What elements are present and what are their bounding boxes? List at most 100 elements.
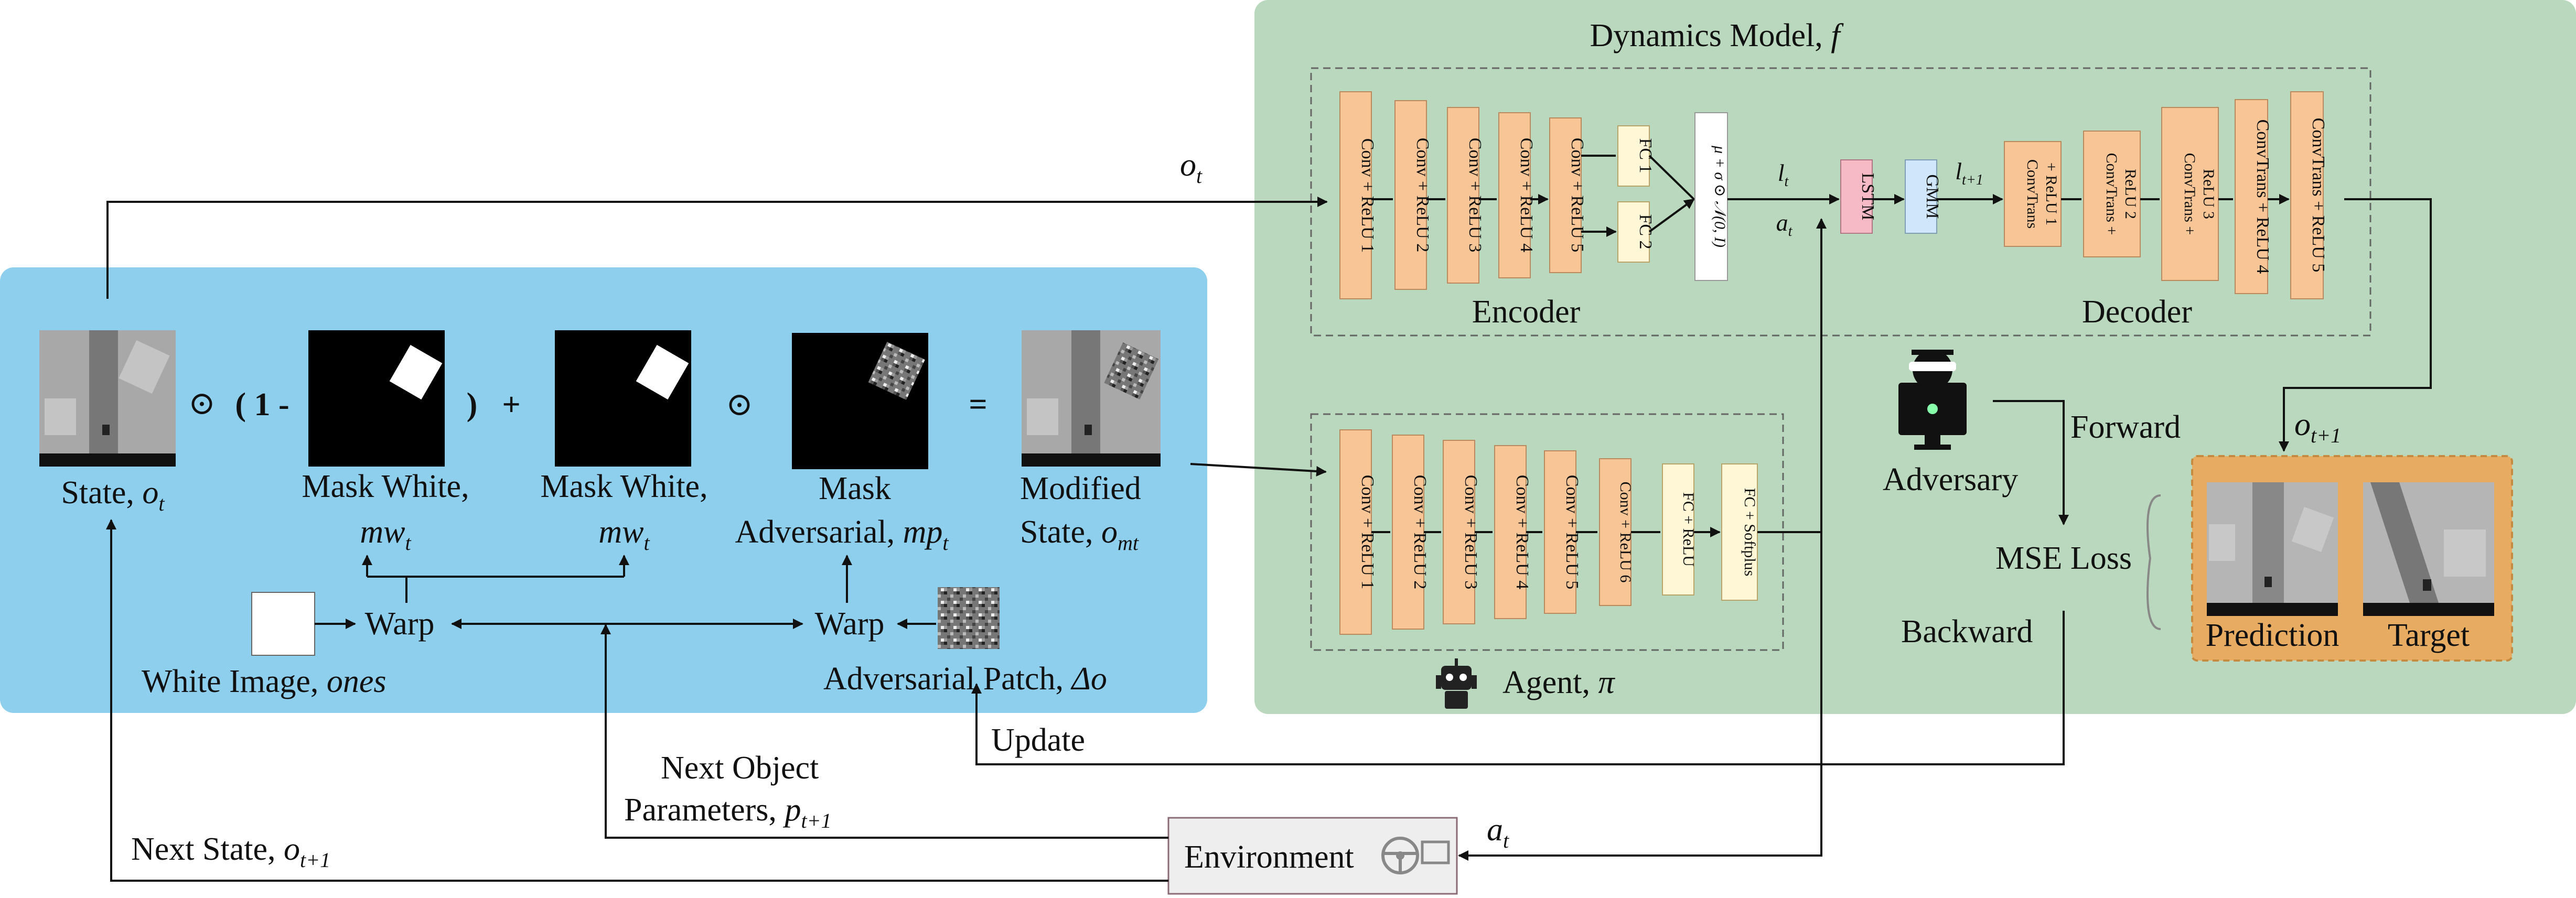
environment-box bbox=[1167, 817, 1458, 895]
mask-white-2-sym: mwt bbox=[598, 514, 650, 555]
decoder-label: Decoder bbox=[2082, 294, 2192, 330]
agent-frame bbox=[1310, 413, 1784, 651]
adversary-label: Adversary bbox=[1883, 462, 2018, 497]
fc2-label: FC 2 bbox=[1636, 214, 1655, 249]
dec-block-1-line1: ConvTrans bbox=[2024, 159, 2041, 229]
mse-loss-label: MSE Loss bbox=[1995, 540, 2132, 576]
prediction-label: Prediction bbox=[2206, 618, 2339, 653]
environment-label: Environment bbox=[1184, 839, 1354, 875]
fc-merge-arrows bbox=[1648, 155, 1694, 233]
dec-block-3 bbox=[2161, 107, 2219, 281]
ot-top-label: ot bbox=[1180, 147, 1203, 188]
agent-block-3 bbox=[1443, 440, 1475, 624]
agent-block-5 bbox=[1544, 450, 1576, 614]
reparam-block bbox=[1694, 112, 1728, 281]
mask-adversarial-image bbox=[792, 333, 928, 469]
white-image bbox=[251, 592, 315, 656]
enc-block-3 bbox=[1447, 107, 1479, 284]
modified-to-agent-arrow bbox=[1190, 463, 1327, 477]
loss-bracket bbox=[2146, 494, 2161, 630]
next-object-label-1: Next Object bbox=[661, 750, 819, 786]
dec-block-2-line2: ReLU 2 bbox=[2122, 169, 2139, 219]
modified-state-image bbox=[1022, 330, 1161, 467]
agent-block-4 bbox=[1494, 445, 1527, 619]
odot-1: ⊙ bbox=[188, 386, 216, 421]
agent-block-2 bbox=[1392, 435, 1424, 630]
dec-block-4 bbox=[2235, 99, 2268, 294]
forward-arrow bbox=[1993, 400, 2069, 525]
agent-blocks: Conv + ReLU 1 Conv + ReLU 2 Conv + ReLU … bbox=[1339, 429, 1634, 635]
mask-adv-label-1: Mask bbox=[819, 471, 891, 506]
dec-block-1-line2: + ReLU 1 bbox=[2043, 163, 2060, 225]
enc-block-3-label: Conv + ReLU 3 bbox=[1465, 138, 1485, 252]
enc-block-5-label: Conv + ReLU 5 bbox=[1568, 138, 1587, 252]
one-minus: ( 1 - bbox=[235, 387, 289, 423]
close-paren: ) bbox=[467, 387, 478, 423]
dynamics-title: Dynamics Model, f bbox=[1590, 18, 1844, 53]
lstm-label: LSTM bbox=[1858, 173, 1877, 221]
enc-block-4 bbox=[1498, 112, 1531, 278]
dec-block-2 bbox=[2083, 131, 2141, 257]
next-state-label: Next State, ot+1 bbox=[131, 831, 330, 872]
agent-fc-relu bbox=[1662, 463, 1694, 596]
dec-block-2-line1: ConvTrans + bbox=[2103, 153, 2120, 235]
plus-sign: + bbox=[502, 387, 520, 423]
ot-to-encoder-arrow bbox=[106, 197, 1328, 299]
forward-label: Forward bbox=[2070, 409, 2181, 445]
encoder-blocks: Conv + ReLU 1 Conv + ReLU 2 Conv + ReLU … bbox=[1339, 91, 1587, 299]
hacker-icon bbox=[1898, 350, 1967, 450]
mask-adv-label-2: Adversarial, mpt bbox=[735, 514, 949, 555]
state-image bbox=[39, 330, 176, 467]
dec-block-3-line1: ConvTrans + bbox=[2181, 153, 2198, 235]
mask-white-1-label: Mask White, bbox=[302, 469, 469, 504]
action-to-env-arrow bbox=[1458, 532, 1822, 861]
ot1-right-label: ot+1 bbox=[2294, 407, 2341, 447]
prediction-image bbox=[2207, 482, 2338, 616]
agent-block-1 bbox=[1339, 429, 1372, 635]
agent-block-6 bbox=[1599, 458, 1632, 606]
backward-label: Backward bbox=[1901, 614, 2033, 650]
fc-arrows bbox=[1581, 155, 1616, 232]
latent-label: lt bbox=[1778, 159, 1789, 190]
next-object-label-2: Parameters, pt+1 bbox=[624, 792, 832, 832]
equals-sign: = bbox=[969, 387, 987, 423]
mask-white-2-image bbox=[555, 330, 691, 467]
gmm-label: GMM bbox=[1923, 174, 1942, 219]
enc-block-2-label: Conv + ReLU 2 bbox=[1413, 138, 1432, 252]
adv-patch-label: Adversarial Patch, Δo bbox=[823, 661, 1107, 697]
reparam-label: μ + σ ⊙ 𝒩(0, I) bbox=[1711, 145, 1729, 247]
agent-fc-relu-label: FC + ReLU bbox=[1680, 492, 1697, 567]
update-label: Update bbox=[991, 722, 1085, 758]
enc-block-2 bbox=[1394, 100, 1427, 290]
action-label: at bbox=[1776, 209, 1793, 240]
next-state-arrow bbox=[106, 519, 1168, 882]
modified-label-2: State, omt bbox=[1020, 514, 1139, 555]
warp-left-label: Warp bbox=[365, 606, 435, 642]
mask-white-1-sym: mwt bbox=[360, 514, 411, 555]
target-image bbox=[2363, 482, 2494, 616]
target-label: Target bbox=[2388, 618, 2470, 653]
dec-block-4-label: ConvTrans + ReLU 4 bbox=[2253, 120, 2272, 274]
update-arrow bbox=[971, 611, 2065, 765]
enc-block-1 bbox=[1339, 91, 1372, 299]
mask-white-2-label: Mask White, bbox=[540, 469, 707, 504]
odot-2: ⊙ bbox=[726, 387, 753, 423]
warp-right-label: Warp bbox=[815, 606, 885, 642]
robot-icon bbox=[1436, 658, 1477, 709]
dec-block-1 bbox=[2004, 141, 2062, 247]
enc-block-1-label: Conv + ReLU 1 bbox=[1358, 138, 1377, 253]
agent-fc-softplus-label: FC + Softplus bbox=[1741, 488, 1758, 577]
encoder-label: Encoder bbox=[1472, 294, 1581, 330]
agent-label: Agent, π bbox=[1502, 665, 1616, 700]
fc1-label: FC 1 bbox=[1636, 138, 1655, 173]
white-image-label: White Image, ones bbox=[142, 664, 387, 699]
decoder-blocks: ConvTrans + ReLU 1 ConvTrans + ReLU 2 Co… bbox=[2004, 91, 2328, 299]
at-bottom-label: at bbox=[1487, 812, 1509, 852]
next-object-arrow bbox=[600, 624, 1168, 839]
mask-white-1-image bbox=[308, 330, 445, 467]
next-latent-label: lt+1 bbox=[1955, 158, 1983, 188]
gmm-block bbox=[1905, 159, 1937, 234]
decoder-output-arrow bbox=[2279, 198, 2432, 452]
lstm-block bbox=[1840, 159, 1873, 234]
